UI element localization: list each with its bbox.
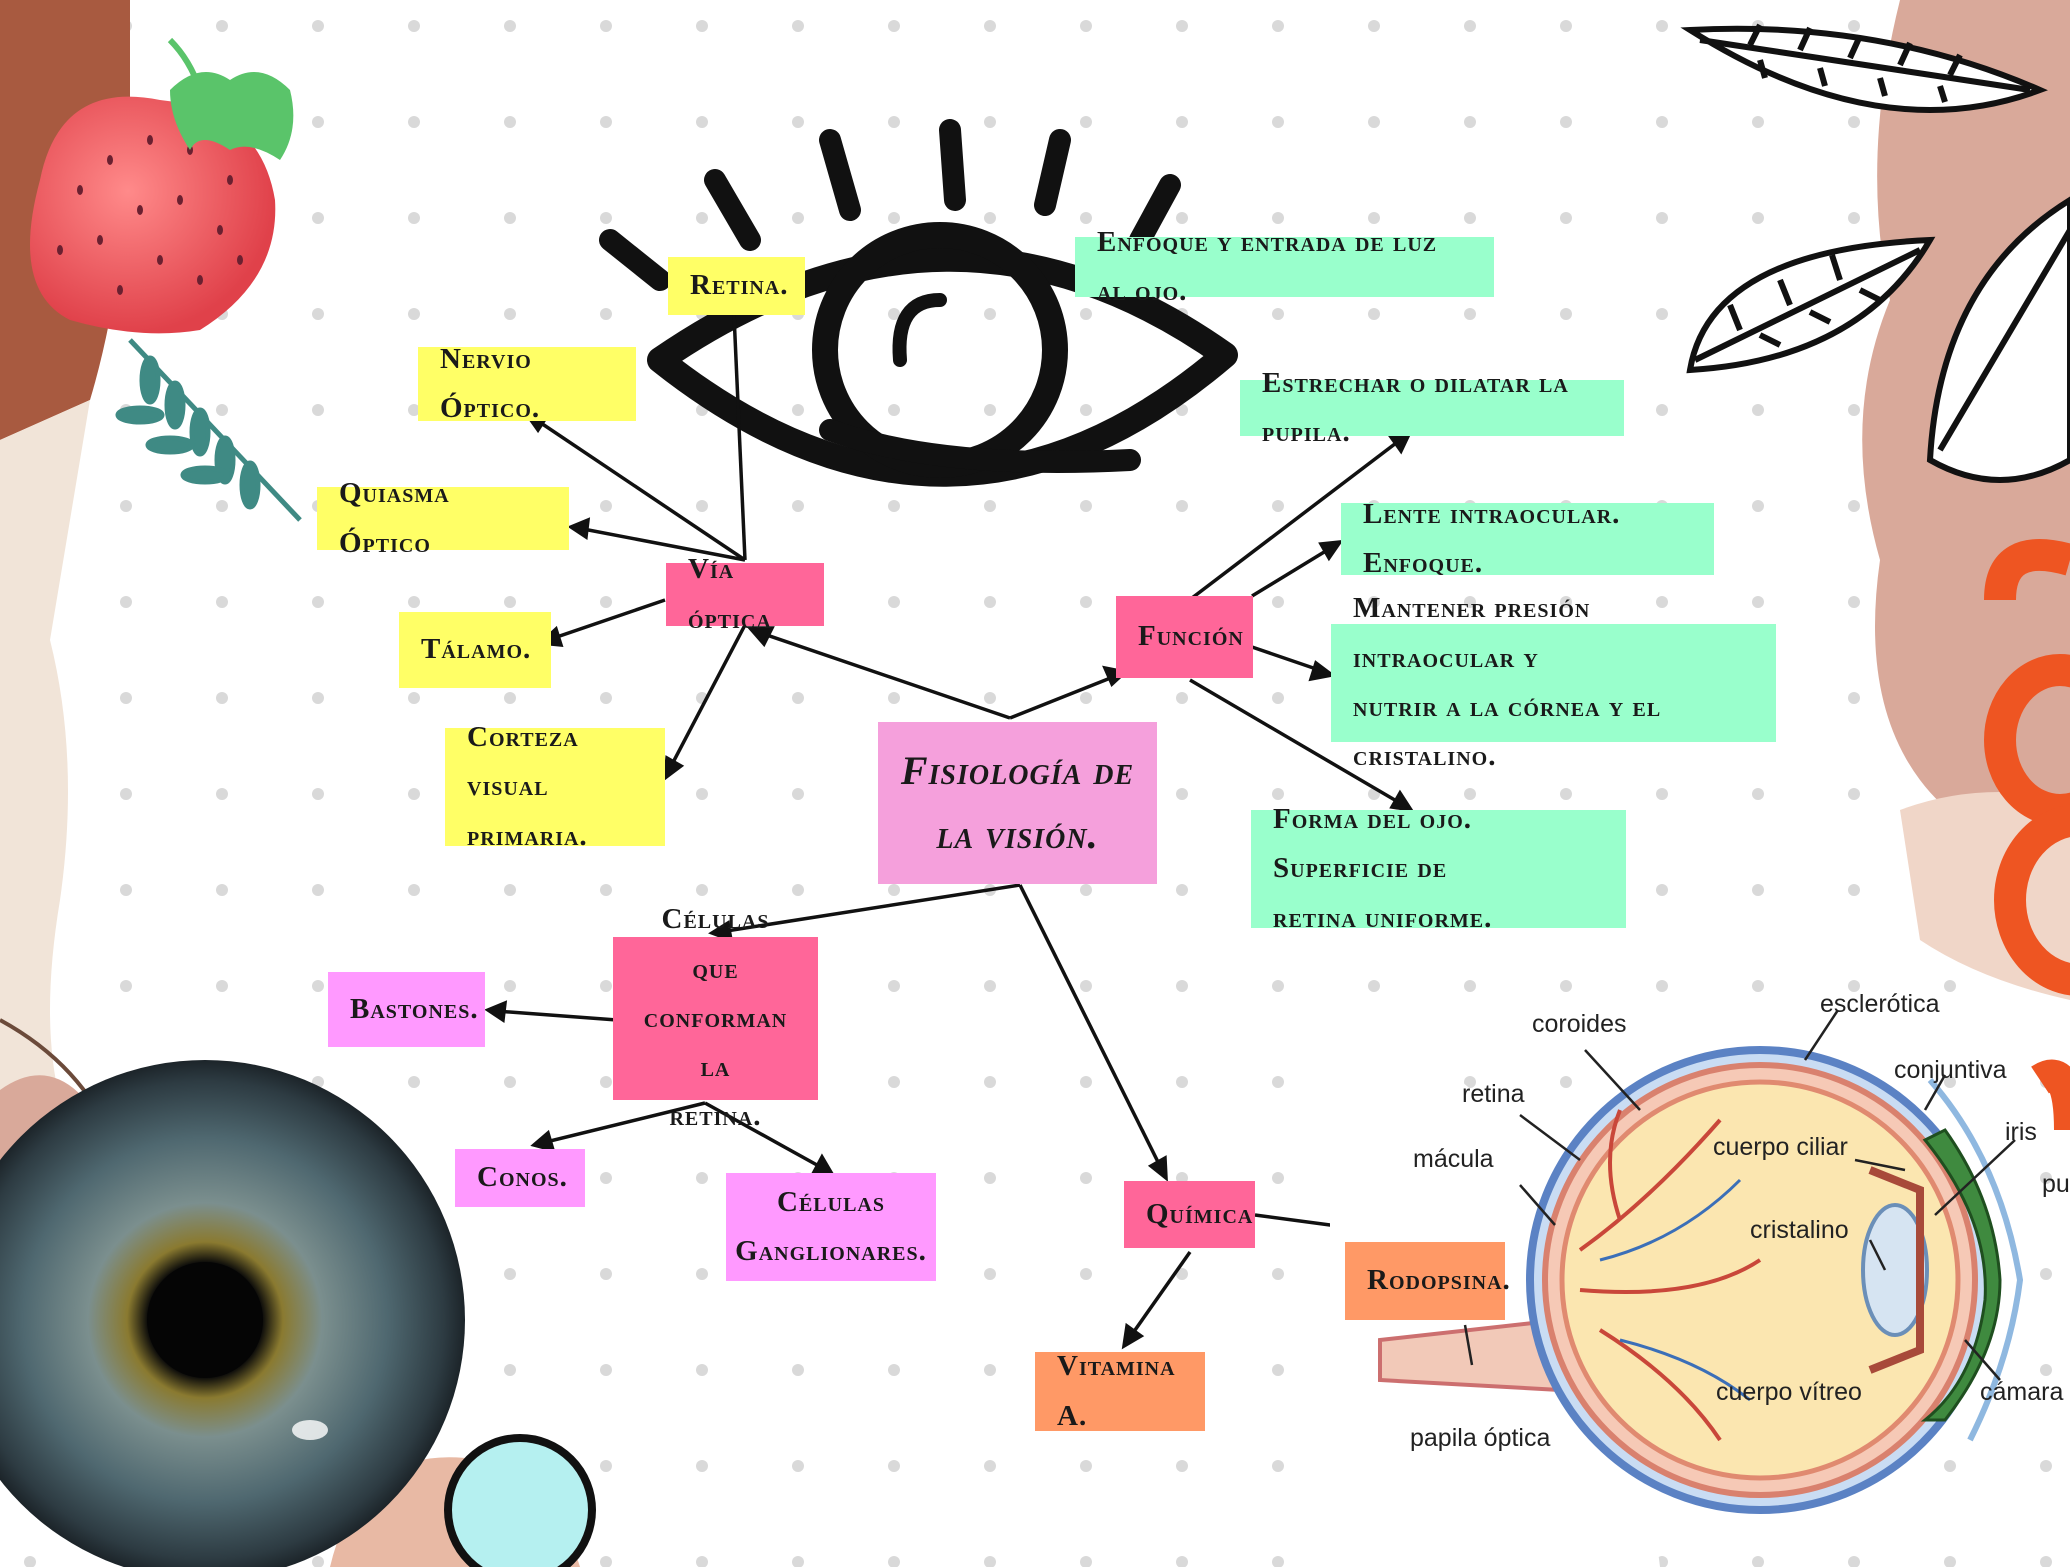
retina-node[interactable]: Retina. [668, 257, 805, 315]
rodopsina-node[interactable]: Rodopsina. [1345, 1242, 1510, 1320]
celulas-line1: Células que [661, 903, 770, 985]
talamo-node[interactable]: Tálamo. [399, 612, 551, 688]
forma-line2: retina uniforme. [1273, 901, 1493, 934]
enfoque-luz-node[interactable]: Enfoque y entrada de luz al ojo. [1075, 226, 1494, 307]
via-optica-node[interactable]: Vía óptica [666, 553, 824, 635]
label-cuerpo-ciliar: cuerpo ciliar [1713, 1133, 1848, 1161]
label-coroides: coroides [1532, 1010, 1627, 1038]
eye-outline-icon [599, 119, 1238, 487]
label-papila-optica: papila óptica [1410, 1424, 1551, 1452]
label-esclerotica: esclerótica [1820, 990, 1940, 1018]
center-topic-line1: Fisiología de [900, 748, 1135, 793]
label-conjuntiva: conjuntiva [1894, 1056, 2007, 1084]
presion-line2: nutrir a la córnea y el cristalino. [1353, 691, 1662, 773]
vitamina-a-node[interactable]: Vitamina A. [1035, 1350, 1205, 1432]
funcion-node[interactable]: Función [1116, 596, 1253, 678]
fern-icon [115, 338, 302, 522]
label-pupila: pu [2042, 1170, 2070, 1198]
label-retina: retina [1462, 1080, 1525, 1108]
label-cuerpo-vitreo: cuerpo vítreo [1716, 1378, 1862, 1406]
ganglio-line2: Ganglionares. [735, 1235, 927, 1267]
corteza-line1: Corteza visual [467, 721, 579, 803]
iris-photo [0, 1060, 465, 1567]
beige-paper-strip [0, 400, 90, 1100]
celulas-retina-node[interactable]: Células que conforman la retina. [613, 903, 818, 1132]
forma-line1: Forma del ojo. Superficie de [1273, 803, 1473, 885]
celulas-line3: retina. [669, 1100, 762, 1133]
center-topic-line2: la visión. [936, 812, 1099, 857]
celulas-line2: conforman la [643, 1001, 788, 1084]
label-iris: iris [2005, 1118, 2037, 1146]
pupila-node[interactable]: Estrechar o dilatar la pupila. [1240, 367, 1624, 448]
label-macula: mácula [1413, 1145, 1494, 1173]
lente-node[interactable]: Lente intraocular. Enfoque. [1341, 498, 1714, 579]
nervio-optico-node[interactable]: Nervio Óptico. [418, 343, 636, 424]
center-topic-box[interactable]: Fisiología de la visión. [878, 722, 1157, 884]
strawberry-icon [30, 37, 294, 334]
corteza-visual-node[interactable]: Corteza visual primaria. [445, 721, 665, 852]
eye-anatomy-illustration [1330, 1009, 2024, 1567]
corteza-line2: primaria. [467, 819, 588, 852]
bastones-node[interactable]: Bastones. [328, 972, 485, 1047]
quimica-node[interactable]: Química [1124, 1181, 1255, 1248]
leaf-icon [1680, 23, 2070, 483]
ganglio-line1: Células [777, 1185, 885, 1218]
label-cristalino: cristalino [1750, 1216, 1849, 1244]
conos-node[interactable]: Conos. [455, 1149, 585, 1207]
label-camara: cámara [1980, 1378, 2064, 1406]
quiasma-optico-node[interactable]: Quiasma Óptico [317, 477, 569, 559]
presion-line1: Mantener presión intraocular y [1353, 592, 1591, 674]
presion-node[interactable]: Mantener presión intraocular y nutrir a … [1331, 592, 1776, 772]
cyan-circle [444, 1434, 596, 1567]
forma-ojo-node[interactable]: Forma del ojo. Superficie de retina unif… [1251, 803, 1626, 934]
celulas-ganglionares-node[interactable]: Células Ganglionares. [726, 1173, 936, 1281]
